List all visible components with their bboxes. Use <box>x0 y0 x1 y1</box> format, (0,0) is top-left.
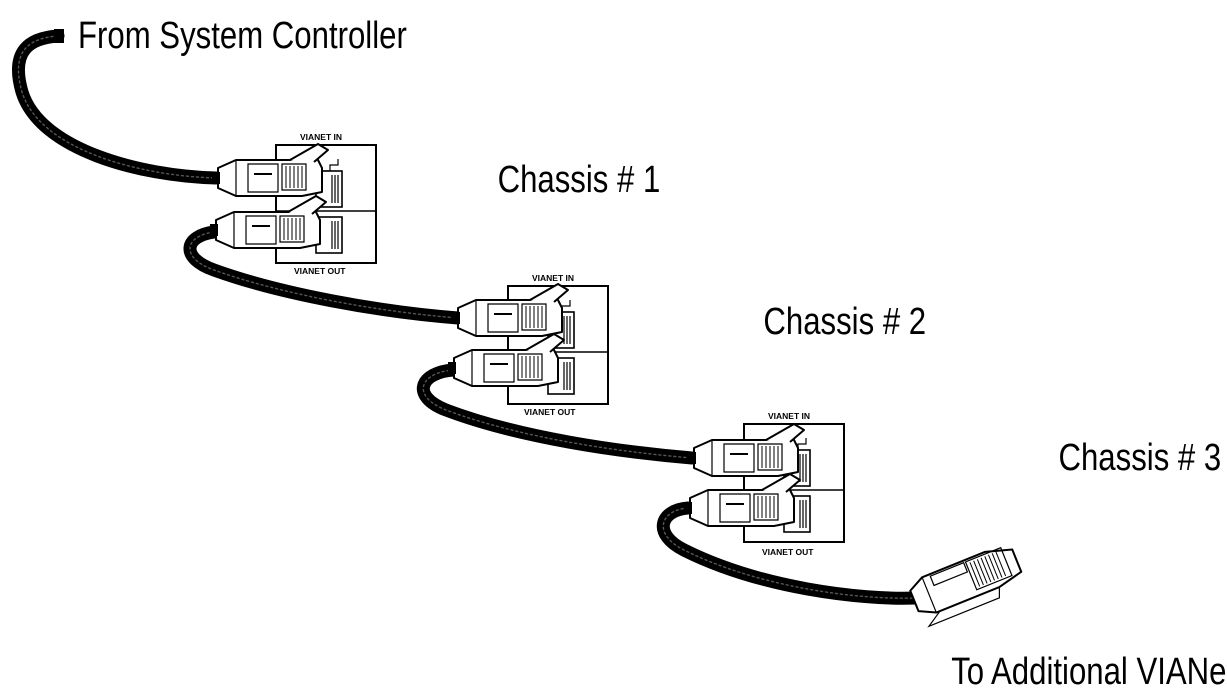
chassis-3-out-plug <box>683 473 801 527</box>
to-additional-devices-label: To Additional VIANet Devices <box>951 651 1227 691</box>
chassis-2: VIANET IN VIANET OUT Chassis # 2 <box>447 273 926 417</box>
chassis-1-label: Chassis # 1 <box>498 159 661 201</box>
chassis-2-port-out-label: VIANET OUT <box>524 407 576 417</box>
cable-chassis-2-to-3 <box>416 363 699 465</box>
cable-to-additional-devices <box>657 501 923 605</box>
chassis-2-out-plug <box>447 333 565 387</box>
chassis-3-port-out-label: VIANET OUT <box>762 547 814 557</box>
controller-cable-end <box>54 29 64 43</box>
chassis-3: VIANET IN VIANET OUT Chassis # 3 <box>683 411 1222 557</box>
cable-from-controller <box>11 29 223 185</box>
chassis-1-port-in-label: VIANET IN <box>300 132 342 142</box>
from-system-controller-label: From System Controller <box>78 15 407 57</box>
chassis-3-port-in-label: VIANET IN <box>768 411 810 421</box>
free-end-plug <box>909 546 1023 628</box>
chassis-2-port-in-label: VIANET IN <box>532 273 574 283</box>
chassis-1-out-plug <box>209 195 327 249</box>
cable-chassis-1-to-2 <box>183 225 465 325</box>
chassis-1: VIANET IN VIANET OUT Chassis # 1 <box>209 132 661 276</box>
chassis-1-in-plug <box>211 143 329 197</box>
chassis-1-port-out-label: VIANET OUT <box>294 266 346 276</box>
chassis-3-label: Chassis # 3 <box>1059 437 1222 479</box>
chassis-2-label: Chassis # 2 <box>763 301 926 343</box>
